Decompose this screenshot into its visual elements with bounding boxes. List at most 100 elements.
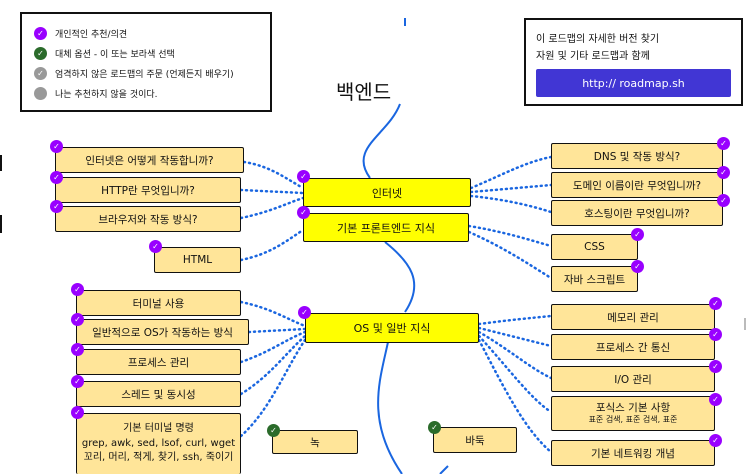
legend-item: 나는 추천하지 않을 것이다. [34, 87, 158, 100]
check-green-icon: ✓ [34, 47, 47, 60]
topic-io-management[interactable]: I/O 관리 [551, 366, 715, 392]
connector [477, 326, 553, 348]
topic-line: 표준 검색, 표준 검색, 표준 [588, 415, 678, 425]
topic-line: 기본 터미널 명령 [123, 423, 194, 435]
node-internet[interactable]: 인터넷 [303, 178, 471, 207]
check-purple-icon: ✓ [71, 283, 84, 296]
promo-box: 이 로드맵의 자세한 버전 찾기 자원 및 기타 로드맵과 함께 http://… [524, 18, 743, 106]
spine-line [384, 241, 416, 313]
topic-html-label: HTML [182, 254, 213, 266]
legend-item: ✓ 엄격하지 않은 로드맵의 주문 (언제든지 배우기) [34, 67, 234, 80]
connector [469, 183, 553, 194]
topic-css[interactable]: CSS [551, 234, 638, 260]
check-purple-icon: ✓ [149, 240, 162, 253]
check-purple-icon: ✓ [709, 328, 722, 341]
promo-text: 이 로드맵의 자세한 버전 찾기 [536, 34, 660, 45]
check-purple-icon: ✓ [71, 406, 84, 419]
legend-item: ✓ 대체 옵션 - 이 또는 보라색 선택 [34, 47, 175, 60]
topic-domain-name[interactable]: 도메인 이름이란 무엇입니까? [551, 172, 723, 198]
legend-label: 나는 추천하지 않을 것이다. [55, 90, 158, 100]
topic-posix-basics[interactable]: 포식스 기본 사항 표준 검색, 표준 검색, 표준 [551, 396, 715, 431]
roadmap-link-button[interactable]: http:// roadmap.sh [536, 69, 731, 97]
node-frontend-basics[interactable]: 기본 프론트엔드 지식 [303, 213, 469, 242]
edge-mark [744, 318, 746, 330]
check-purple-icon: ✓ [709, 393, 722, 406]
promo-text: 자원 및 기타 로드맵과 함께 [536, 51, 650, 62]
connector [247, 327, 307, 334]
check-purple-icon: ✓ [71, 343, 84, 356]
connector [477, 314, 553, 326]
page-title: 백엔드 [336, 80, 392, 104]
edge-mark [0, 215, 2, 233]
check-purple-icon: ✓ [71, 375, 84, 388]
topic-ipc[interactable]: 프로세스 간 통신 [551, 334, 715, 360]
check-purple-icon: ✓ [631, 228, 644, 241]
connector [239, 196, 305, 220]
topic-hosting[interactable]: 호스팅이란 무엇입니까? [551, 200, 723, 226]
topic-dns[interactable]: DNS 및 작동 방식? [551, 143, 723, 169]
legend: ✓ 개인적인 추천/의견 ✓ 대체 옵션 - 이 또는 보라색 선택 ✓ 엄격하… [20, 12, 272, 112]
topic-how-internet-works[interactable]: 인터넷은 어떻게 작동합니까? [55, 147, 244, 173]
gray-dot-icon [34, 87, 47, 100]
check-purple-icon: ✓ [631, 260, 644, 273]
check-green-icon: ✓ [267, 424, 280, 437]
topic-terminal-usage[interactable]: 터미널 사용 [76, 290, 241, 316]
check-green-icon: ✓ [428, 421, 441, 434]
check-purple-icon: ✓ [50, 140, 63, 153]
spine-line [377, 341, 403, 474]
node-os-general[interactable]: OS 및 일반 지식 [305, 313, 479, 343]
connector [467, 224, 553, 248]
connector [469, 155, 553, 190]
connector [239, 338, 307, 438]
connector [239, 300, 307, 328]
check-purple-icon: ✓ [717, 166, 730, 179]
check-purple-icon: ✓ [50, 200, 63, 213]
connector [477, 338, 553, 454]
topic-line: 꼬리, 머리, 적게, 찾기, ssh, 죽이기 [83, 452, 234, 464]
connector [239, 334, 307, 396]
connector [239, 188, 305, 195]
check-purple-icon: ✓ [709, 297, 722, 310]
topic-line: 포식스 기본 사항 [595, 401, 671, 414]
topic-html[interactable]: HTML [154, 247, 241, 273]
topic-rust[interactable]: 녹 [272, 430, 358, 454]
legend-label: 개인적인 추천/의견 [55, 30, 128, 40]
topic-go[interactable]: 바둑 [433, 427, 517, 453]
topic-networking-concepts[interactable]: 기본 네트워킹 개념 [551, 440, 715, 466]
check-purple-icon: ✓ [717, 137, 730, 150]
check-purple-icon: ✓ [71, 313, 84, 326]
check-purple-icon: ✓ [298, 306, 311, 319]
topic-basic-terminal-commands[interactable]: 기본 터미널 명령 grep, awk, sed, lsof, curl, wg… [76, 413, 241, 474]
topic-what-is-http[interactable]: HTTP란 무엇입니까? [55, 177, 241, 203]
spine-line [362, 103, 401, 179]
legend-item: ✓ 개인적인 추천/의견 [34, 27, 127, 40]
topic-memory-management[interactable]: 메모리 관리 [551, 304, 715, 330]
check-gray-icon: ✓ [34, 67, 47, 80]
topic-threads-concurrency[interactable]: 스레드 및 동시성 [76, 381, 241, 407]
edge-mark [0, 155, 2, 171]
check-purple-icon: ✓ [297, 170, 310, 183]
legend-label: 대체 옵션 - 이 또는 보라색 선택 [55, 50, 175, 60]
check-purple-icon: ✓ [709, 360, 722, 373]
topic-browsers[interactable]: 브라우저와 작동 방식? [55, 206, 241, 232]
spine-line [439, 465, 449, 474]
check-purple-icon: ✓ [717, 194, 730, 207]
topic-line: grep, awk, sed, lsof, curl, wget [81, 437, 236, 449]
connector [242, 160, 305, 190]
connector [239, 330, 307, 364]
connector [239, 228, 305, 262]
check-purple-icon: ✓ [50, 171, 63, 184]
connector [477, 330, 553, 380]
connector [467, 230, 553, 280]
legend-label: 엄격하지 않은 로드맵의 주문 (언제든지 배우기) [55, 70, 234, 80]
connector [477, 334, 553, 414]
topic-how-os-works[interactable]: 일반적으로 OS가 작동하는 방식 [76, 319, 249, 345]
check-purple-icon: ✓ [297, 206, 310, 219]
check-purple-icon: ✓ [709, 434, 722, 447]
connector [469, 194, 553, 214]
topic-javascript[interactable]: 자바 스크립트 [551, 266, 638, 292]
topic-process-management[interactable]: 프로세스 관리 [76, 349, 241, 375]
check-purple-icon: ✓ [34, 27, 47, 40]
